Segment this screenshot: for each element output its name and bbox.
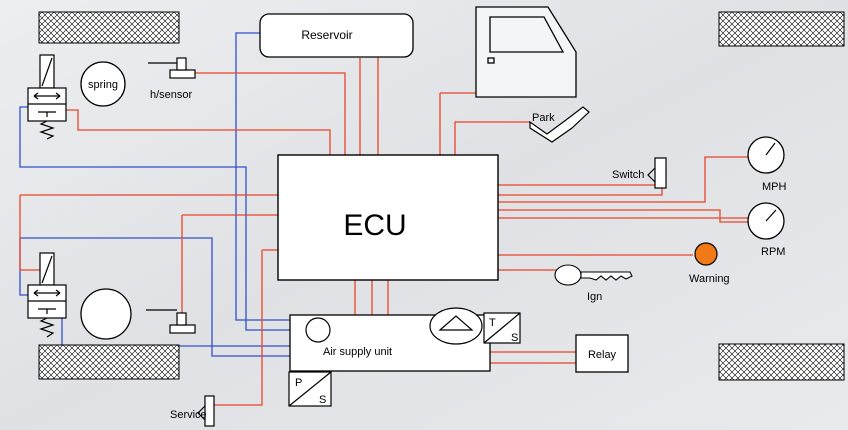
park-label: Park — [532, 112, 555, 124]
air-supply-unit-label: Air supply unit — [323, 346, 392, 358]
compressor-icon — [429, 307, 483, 345]
ignition-key-icon — [554, 264, 633, 286]
spring-label: spring — [88, 79, 118, 91]
air-line — [19, 237, 290, 357]
front-spring-bellow — [80, 61, 126, 107]
electrical-wire — [19, 195, 40, 271]
height-sensor-label: h/sensor — [150, 89, 193, 101]
front-valve-assembly — [27, 54, 67, 140]
t-switch-top-label: T — [489, 317, 496, 329]
relay-label: Relay — [588, 349, 617, 361]
warning-lamp-icon — [694, 242, 718, 266]
door-switch-icon — [647, 157, 667, 189]
rear-valve-assembly — [27, 252, 67, 338]
ecu-label: ECU — [343, 209, 406, 242]
reservoir-box — [259, 13, 414, 58]
temperature-switch-icon — [483, 312, 521, 344]
park-brake-icon — [529, 106, 590, 143]
electrical-wire — [498, 209, 748, 223]
mph-gauge-icon — [747, 136, 785, 174]
front-return-spring — [39, 120, 55, 140]
rpm-gauge-icon — [747, 202, 785, 240]
wheel-arch-rear-right — [718, 343, 845, 381]
pressure-switch-icon — [288, 371, 332, 407]
service-switch-icon — [197, 395, 215, 427]
service-label: Service — [170, 409, 207, 421]
wheel-arch-front-left — [38, 11, 180, 44]
wheel-arch-front-right — [718, 11, 845, 47]
air-line — [235, 32, 290, 321]
reservoir-label: Reservoir — [301, 28, 352, 42]
rpm-label: RPM — [761, 246, 785, 258]
t-switch-bottom-label: S — [511, 332, 518, 344]
relay-box — [575, 334, 629, 373]
p-switch-top-label: P — [295, 377, 302, 389]
warning-label: Warning — [689, 273, 730, 285]
ecu-box — [277, 154, 499, 281]
height-sensor — [148, 57, 196, 79]
mph-label: MPH — [762, 181, 787, 193]
wheel-arch-rear-left — [38, 344, 180, 380]
door-icon — [475, 6, 577, 98]
rear-height-sensor — [146, 309, 196, 334]
electrical-wire — [205, 250, 263, 406]
electrical-wire — [498, 156, 748, 203]
switch-label: Switch — [612, 169, 644, 181]
air-supply-motor-icon — [305, 317, 331, 343]
electrical-wire — [195, 72, 346, 155]
ignition-label: Ign — [587, 291, 602, 303]
rear-return-spring — [39, 317, 55, 338]
p-switch-bottom-label: S — [319, 394, 326, 406]
rear-spring-bellow — [80, 288, 132, 340]
electrical-wire — [66, 109, 331, 155]
air-line — [19, 106, 290, 331]
electrical-wire — [454, 121, 530, 155]
